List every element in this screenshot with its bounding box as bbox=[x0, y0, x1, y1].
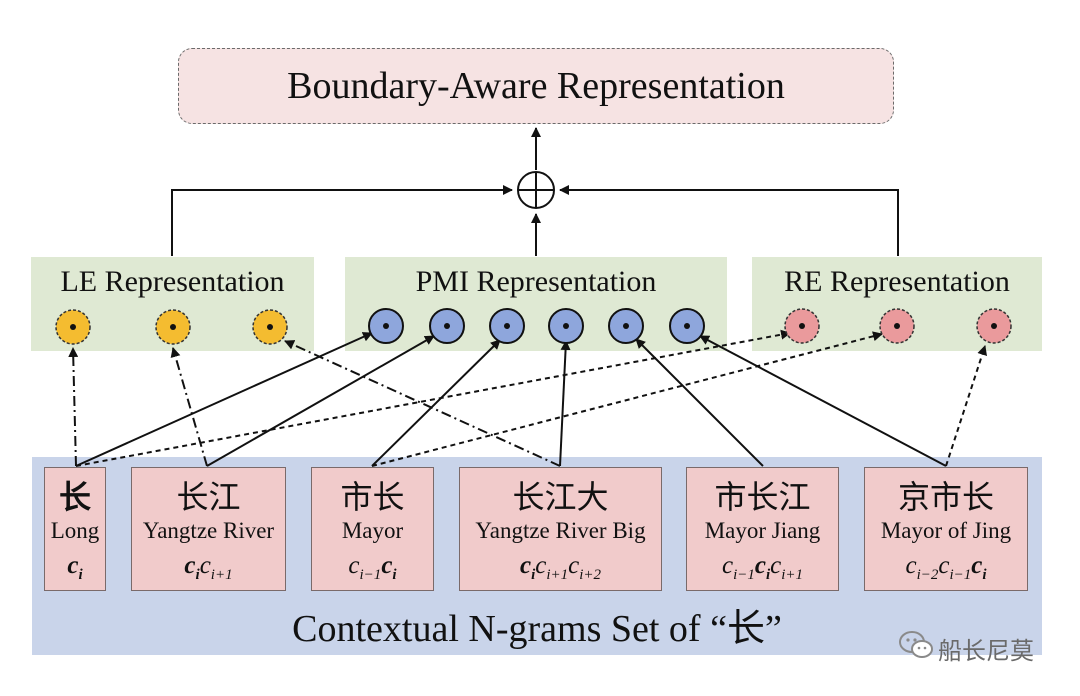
pmi-title: PMI Representation bbox=[415, 265, 657, 298]
le-node-3 bbox=[252, 309, 288, 345]
le-node-1 bbox=[55, 309, 91, 345]
ngram-zh: 市长 bbox=[340, 478, 405, 516]
ngram6-to-pmi6 bbox=[699, 335, 947, 467]
ngram-zh: 长 bbox=[58, 478, 91, 516]
le-node-2 bbox=[155, 309, 191, 345]
ngram-cell-3: 市长 Mayor ci−1ci bbox=[311, 467, 434, 591]
ngram-cell-1: 长 Long ci bbox=[44, 467, 106, 591]
pmi-node-3 bbox=[489, 308, 525, 344]
ngram-cell-5: 市长江 Mayor Jiang ci−1cici+1 bbox=[686, 467, 839, 591]
pmi-node-2 bbox=[429, 308, 465, 344]
ngram-formula: cici+1ci+2 bbox=[519, 552, 602, 583]
ngram-en: Yangtze River bbox=[142, 518, 275, 543]
ngram4-to-le3 bbox=[284, 340, 561, 467]
ngram-zh: 京市长 bbox=[897, 478, 994, 516]
wechat-icon bbox=[899, 631, 933, 658]
ngram-en: Mayor bbox=[341, 518, 404, 543]
sum-operator-cross bbox=[518, 172, 554, 208]
le-to-sum-line bbox=[171, 185, 513, 256]
ngram-en: Mayor of Jing bbox=[880, 518, 1012, 543]
ngram-zh: 市长江 bbox=[714, 478, 811, 516]
ngram6-to-re3 bbox=[945, 345, 987, 467]
re-node-2 bbox=[879, 308, 915, 344]
ngrams-title: Contextual N-grams Set of “长” bbox=[292, 608, 782, 650]
ngram1-to-pmi1 bbox=[75, 332, 373, 467]
le-title: LE Representation bbox=[60, 265, 285, 298]
ngram-formula: ci−1cici+1 bbox=[721, 552, 804, 583]
ngram-formula: ci−2ci−1ci bbox=[905, 552, 987, 583]
ngram-cell-2: 长江 Yangtze River cici+1 bbox=[131, 467, 286, 591]
ngram-cell-4: 长江大 Yangtze River Big cici+1ci+2 bbox=[459, 467, 662, 591]
pmi-node-1 bbox=[368, 308, 404, 344]
boundary-aware-box: Boundary-Aware Representation bbox=[178, 48, 894, 124]
ngram3-to-pmi3 bbox=[371, 339, 501, 467]
ngram-formula: cici+1 bbox=[184, 552, 233, 583]
ngram1-to-re1 bbox=[75, 329, 791, 467]
watermark-text: 船长尼莫 bbox=[938, 637, 1034, 665]
ngram-zh: 长江 bbox=[176, 478, 241, 516]
ngram4-to-pmi4 bbox=[559, 340, 571, 467]
re-to-sum-line bbox=[559, 185, 899, 256]
ngram-en: Mayor Jiang bbox=[704, 518, 821, 543]
ngram-formula: ci bbox=[67, 552, 83, 583]
boundary-aware-title: Boundary-Aware Representation bbox=[287, 65, 785, 107]
ngram-zh: 长江大 bbox=[512, 478, 609, 516]
pmi-node-4 bbox=[548, 308, 584, 344]
ngram-cell-6: 京市长 Mayor of Jing ci−2ci−1ci bbox=[864, 467, 1028, 591]
pmi-panel: PMI Representation bbox=[345, 257, 727, 351]
ngram2-to-pmi2 bbox=[206, 335, 435, 467]
ngram-formula: ci−1ci bbox=[348, 552, 397, 583]
re-node-1 bbox=[784, 308, 820, 344]
pmi-node-5 bbox=[608, 308, 644, 344]
ngram1-to-le1 bbox=[68, 347, 79, 467]
ngram2-to-le2 bbox=[170, 347, 208, 467]
pmi-node-6 bbox=[669, 308, 705, 344]
ngram-en: Yangtze River Big bbox=[475, 518, 646, 543]
ngram-en: Long bbox=[50, 518, 100, 543]
re-node-3 bbox=[976, 308, 1012, 344]
re-title: RE Representation bbox=[784, 265, 1010, 298]
ngram3-to-re2 bbox=[371, 331, 883, 467]
ngram5-to-pmi5 bbox=[635, 338, 764, 467]
